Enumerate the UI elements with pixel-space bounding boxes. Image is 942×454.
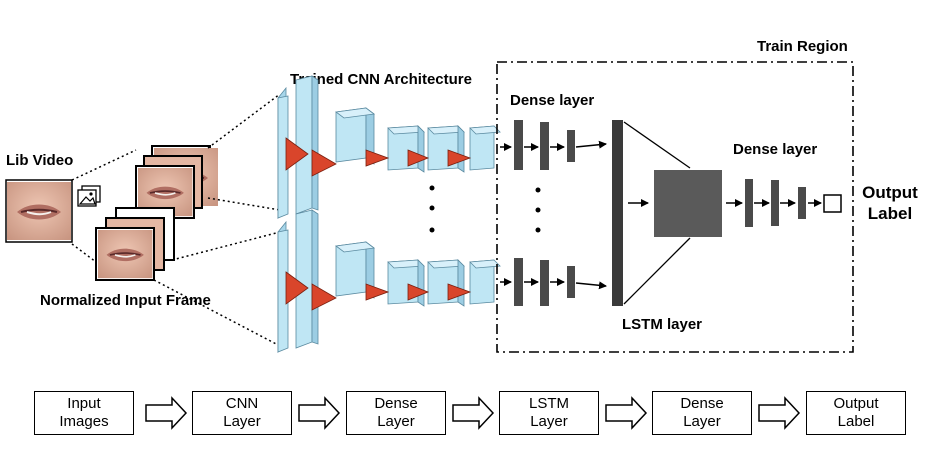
cnn-architecture-upper bbox=[277, 75, 501, 219]
dense-layer-upper bbox=[500, 120, 607, 170]
lib-video-label: Lib Video bbox=[6, 152, 74, 169]
dense-ellipsis bbox=[535, 187, 541, 233]
train-region-label: Train Region bbox=[757, 38, 848, 55]
dense-layer-label-1: Dense layer bbox=[510, 92, 595, 109]
lib-video-frame bbox=[5, 179, 73, 243]
lstm-box bbox=[654, 170, 722, 237]
trained-cnn-label: Trained CNN Architecture bbox=[290, 71, 472, 88]
image-icon bbox=[77, 185, 101, 207]
dense-layer-lower bbox=[500, 258, 607, 306]
dense-layer-label-2: Dense layer bbox=[733, 141, 818, 158]
dense-layer-final bbox=[726, 179, 842, 227]
cnn-architecture-lower bbox=[277, 209, 501, 353]
flow-box-lstm-layer: LSTM Layer bbox=[499, 391, 599, 435]
lstm-bar bbox=[612, 120, 623, 306]
flow-box-dense-layer: Dense Layer bbox=[346, 391, 446, 435]
flow-box-output-label: Output Label bbox=[806, 391, 906, 435]
flow-box-dense-layer-2: Dense Layer bbox=[652, 391, 752, 435]
train-region-box bbox=[496, 61, 854, 353]
normalized-frames-lower bbox=[95, 207, 175, 281]
cnn-ellipsis bbox=[429, 185, 435, 233]
flow-box-input-images: Input Images bbox=[34, 391, 134, 435]
flow-arrows bbox=[145, 396, 801, 430]
normalized-frames-upper bbox=[135, 145, 219, 219]
output-label: Output Label bbox=[862, 183, 918, 223]
flow-box-cnn-layer: CNN Layer bbox=[192, 391, 292, 435]
lstm-layer-label: LSTM layer bbox=[622, 316, 703, 333]
output-node bbox=[823, 194, 842, 213]
normalized-input-frame-label: Normalized Input Frame bbox=[40, 292, 211, 309]
